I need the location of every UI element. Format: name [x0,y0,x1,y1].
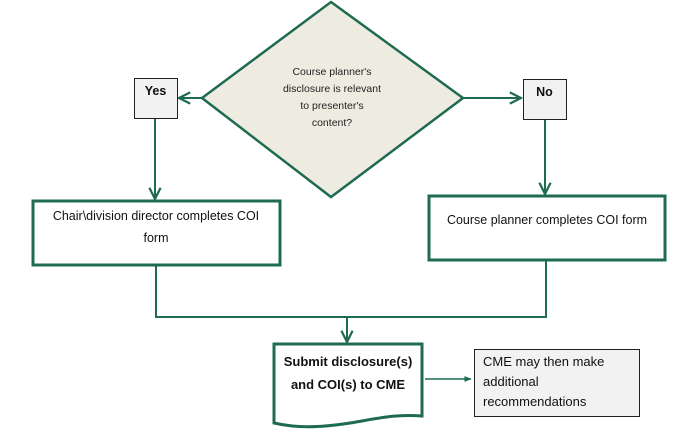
cme-note-label: CME may then make additional recommendat… [483,352,638,414]
decision-diamond [199,0,466,199]
note-line-3: recommendations [483,394,587,409]
connector-left-merge [155,266,347,318]
decision-line-3: to presenter's [300,100,364,112]
yes-box [134,78,178,119]
submit-document-shape [272,342,424,429]
note-line-2: additional [483,374,539,389]
note-line-1: CME may then make [483,354,605,369]
yes-label: Yes [144,84,167,98]
document-line-1: Submit disclosure(s) [283,354,413,369]
no-label: No [536,85,553,99]
left-process-box [31,199,282,267]
connector-right-merge [347,261,547,318]
right-process-label: Course planner completes COI form [446,213,648,227]
no-box [523,79,567,120]
document-line-2: and COI(s) to CME [290,377,406,392]
left-process-label: Chair\division director completes COI fo… [52,209,260,245]
decision-question: Course planner's disclosure is relevant … [262,48,402,148]
decision-line-4: content? [311,117,353,129]
submit-document-label: Submit disclosure(s) and COI(s) to CME [276,349,420,397]
decision-line-1: Course planner's [292,66,372,78]
decision-line-2: disclosure is relevant [282,83,382,95]
cme-note-box [474,349,640,417]
right-process-box [427,194,667,262]
